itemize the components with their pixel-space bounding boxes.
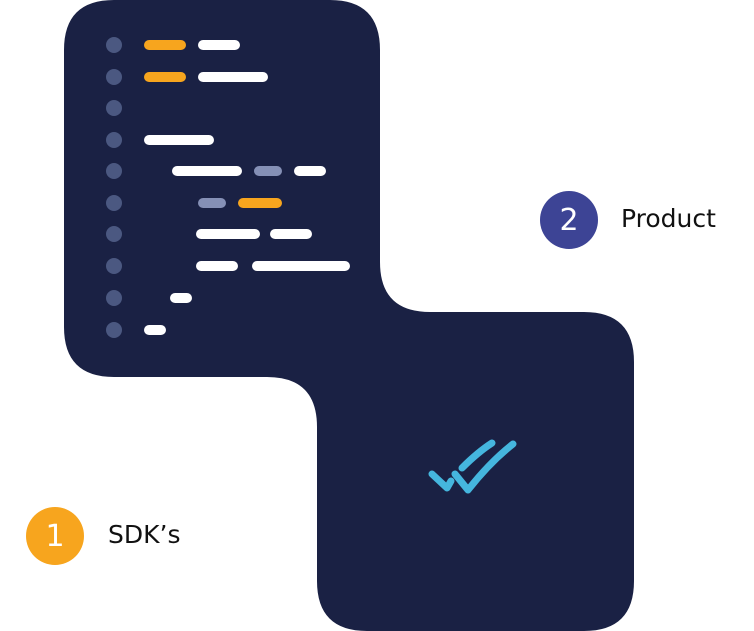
code-line-bar: [144, 40, 186, 50]
double-check-icon: [428, 439, 517, 494]
line-number-dot: [106, 195, 122, 211]
code-line-bar: [294, 166, 326, 176]
code-line-bar: [170, 293, 192, 303]
line-number-dot: [106, 163, 122, 179]
code-line-bar: [196, 229, 260, 239]
line-number-dot: [106, 322, 122, 338]
code-line-bar: [144, 325, 166, 335]
code-line-bar: [252, 261, 350, 271]
code-line-bar: [198, 72, 268, 82]
code-line-bar: [144, 135, 214, 145]
line-number-dot: [106, 258, 122, 274]
code-line-bar: [238, 198, 282, 208]
step-2-badge: 2: [540, 191, 598, 249]
code-line-bar: [270, 229, 312, 239]
code-line-bar: [198, 198, 226, 208]
code-line-bar: [144, 72, 186, 82]
code-line-bar: [254, 166, 282, 176]
code-line-bar: [196, 261, 238, 271]
step-1-label: SDK’s: [108, 520, 181, 549]
code-panel-shape: [64, 0, 634, 631]
line-number-dot: [106, 37, 122, 53]
step-2-label: Product: [621, 204, 716, 233]
line-number-dot: [106, 69, 122, 85]
code-line-bar: [172, 166, 242, 176]
step-1-badge: 1: [26, 507, 84, 565]
line-number-dot: [106, 132, 122, 148]
line-number-dot: [106, 290, 122, 306]
line-number-dot: [106, 100, 122, 116]
line-number-dot: [106, 226, 122, 242]
code-line-bar: [198, 40, 240, 50]
